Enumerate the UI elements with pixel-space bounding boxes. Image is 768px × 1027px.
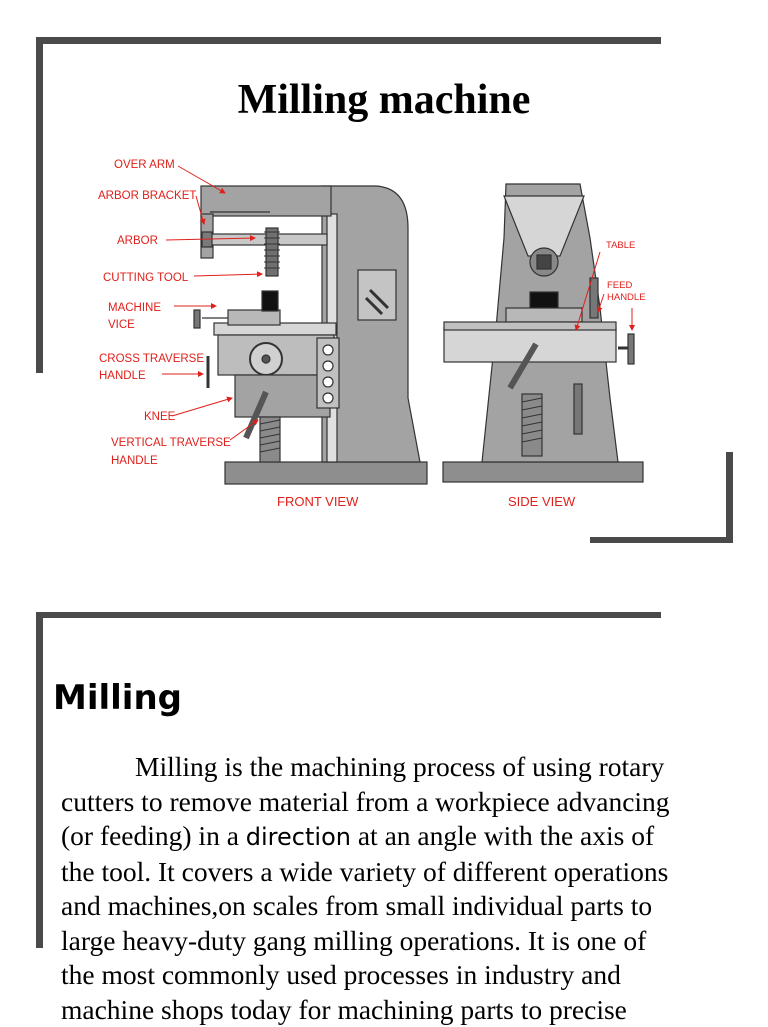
paragraph-line: the most commonly used processes in indu… <box>61 958 731 993</box>
side-view-machine <box>443 184 643 482</box>
paragraph-text: (or feeding) in a <box>61 820 246 851</box>
milling-paragraph: Milling is the machining process of usin… <box>61 750 731 1027</box>
slide-frame-top <box>36 37 661 44</box>
paragraph-link-word: direction <box>246 823 351 851</box>
label-feed-handle-2: HANDLE <box>607 292 646 303</box>
section-heading: Milling <box>53 678 182 718</box>
label-cross-traverse-2: HANDLE <box>99 370 146 382</box>
paragraph-line: and machines,on scales from small indivi… <box>61 889 731 924</box>
paragraph-line: large heavy-duty gang milling operations… <box>61 924 731 959</box>
label-table: TABLE <box>606 240 635 251</box>
label-arbor: ARBOR <box>117 235 158 247</box>
paragraph-line: the tool. It covers a wide variety of di… <box>61 855 731 890</box>
paragraph-line: (or feeding) in a direction at an angle … <box>61 819 731 855</box>
label-side-view: SIDE VIEW <box>508 494 576 509</box>
slide-frame-bottom-corner <box>590 537 733 543</box>
paragraph-line: machine shops today for machining parts … <box>61 993 731 1027</box>
slide-frame-right-corner <box>726 452 733 543</box>
label-machine-vice-1: MACHINE <box>108 302 161 314</box>
label-front-view: FRONT VIEW <box>277 494 359 509</box>
label-arbor-bracket: ARBOR BRACKET <box>98 190 196 202</box>
slide-frame-top <box>36 612 661 618</box>
slide-milling-definition: Milling Milling is the machining process… <box>0 600 768 1024</box>
milling-machine-diagram: OVER ARM ARBOR BRACKET ARBOR CUTTING TOO… <box>90 148 670 520</box>
slide-milling-machine: Milling machine <box>0 0 768 560</box>
paragraph-line: Milling is the machining process of usin… <box>61 750 731 785</box>
label-cross-traverse-1: CROSS TRAVERSE <box>99 353 204 365</box>
paragraph-line: cutters to remove material from a workpi… <box>61 785 731 820</box>
label-over-arm: OVER ARM <box>114 159 175 171</box>
label-vertical-traverse-2: HANDLE <box>111 455 158 467</box>
label-feed-handle-1: FEED <box>607 280 632 291</box>
paragraph-text: at an angle with the axis of <box>351 820 654 851</box>
slide-title: Milling machine <box>0 76 768 124</box>
label-machine-vice-2: VICE <box>108 319 135 331</box>
label-cutting-tool: CUTTING TOOL <box>103 272 189 284</box>
slide-frame-left <box>36 612 43 948</box>
label-vertical-traverse-1: VERTICAL TRAVERSE <box>111 437 231 449</box>
label-knee: KNEE <box>144 411 176 423</box>
